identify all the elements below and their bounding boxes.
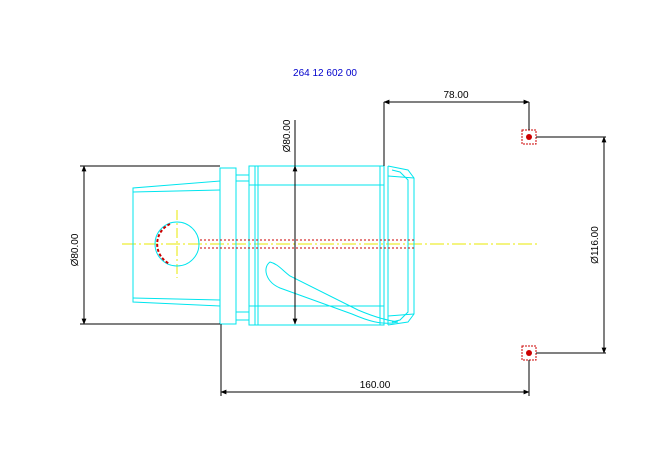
collar-ring-1 (219, 167, 237, 325)
helical-slot (265, 261, 399, 324)
mounting-hole-markers (521, 129, 537, 361)
part-outline (132, 165, 415, 326)
dim-text-left-diameter: Ø80.00 (70, 233, 81, 266)
hidden-lines (156, 223, 414, 265)
dim-text-top-width: 78.00 (443, 90, 468, 101)
drawing-title: 264 12 602 00 (293, 68, 357, 79)
bore-circle (154, 221, 200, 267)
end-head (387, 165, 415, 326)
dimensions (80, 99, 607, 396)
dim-text-mid-diameter: Ø80.00 (282, 119, 293, 152)
dim-text-right-diameter: Ø116.00 (590, 226, 601, 264)
dim-text-bottom-length: 160.00 (360, 380, 391, 391)
bore-hidden-arc (156, 223, 171, 265)
